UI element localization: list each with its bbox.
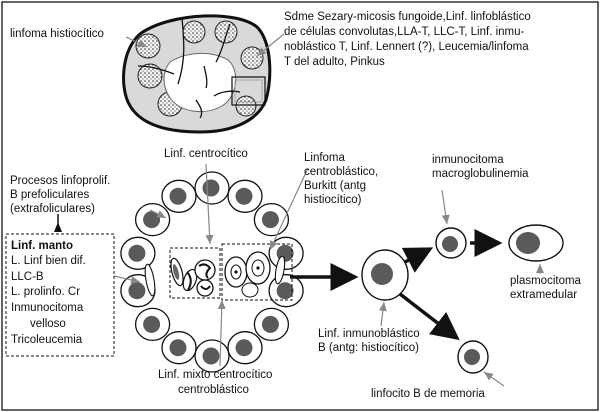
- mantle-cell-nucleus: [261, 211, 279, 229]
- follicle: [235, 95, 257, 117]
- mantle-cell-nucleus: [128, 244, 146, 262]
- label-centroblastic: Linfoma centroblástico, Burkitt (antg hi…: [304, 152, 381, 206]
- label-plasmacytoma: plasmocitoma extramedular: [510, 275, 584, 301]
- label-t-cell-lymphomas: Sdme Sezary-micosis fungoide,Linf. linfo…: [284, 11, 534, 68]
- arrow-mantle: [113, 275, 141, 284]
- arrow-t-cell: [256, 33, 285, 57]
- label-immunocytoma: inmunocitoma macroglobulinemia: [432, 154, 529, 180]
- mantle-lymphoma-box: [5, 233, 115, 357]
- mantle-cell-nucleus: [169, 339, 187, 357]
- centrocyte-zone: [169, 247, 221, 299]
- arrow-immunocytoma: [441, 189, 450, 225]
- mantle-cell-nucleus: [143, 211, 161, 229]
- label-mantle-list: Linf. manto L. Linf bien dif. LLC-B L. p…: [11, 240, 89, 346]
- plasma-cell: [508, 224, 564, 262]
- immunoblast-cell: [361, 249, 409, 301]
- mantle-cell-nucleus: [128, 282, 146, 300]
- label-memory-b-cell: linfocito B de memoria: [371, 388, 485, 400]
- label-mixed-lymphoma: Linf. mixto centrocítico centroblástico: [158, 369, 276, 396]
- paracortex-zoom-box: [231, 76, 266, 106]
- mantle-cell-nucleus: [276, 282, 294, 300]
- immunocytoma-cell: [435, 227, 467, 259]
- germinal-center: [144, 243, 293, 301]
- mantle-cell-nucleus: [235, 339, 253, 357]
- mantle-cell-nucleus: [202, 347, 220, 365]
- label-histiocytic-lymphoma: linfoma histiocítico: [10, 28, 104, 40]
- follicle: [214, 20, 238, 44]
- mantle-cell-nucleus: [261, 315, 279, 333]
- memory-b-cell: [457, 340, 489, 374]
- arrow-prefollicular: [149, 209, 167, 219]
- arrow-prefollicular-to-mantle: [54, 222, 62, 232]
- mantle-cell-nucleus: [235, 187, 253, 205]
- arrow-mixed: [217, 299, 226, 367]
- centroblast-zone: [221, 243, 293, 301]
- arrow-histiocytic: [125, 36, 148, 48]
- arrow-to-memory-cell: [398, 292, 460, 341]
- label-prefollicular: Procesos linfoprolif. B prefoliculares (…: [10, 175, 114, 215]
- lymph-node: [122, 14, 272, 134]
- arrow-memory-cell: [483, 371, 505, 387]
- follicle: [240, 46, 264, 70]
- arrow-to-immunocytoma: [401, 247, 434, 273]
- mantle-cell-nucleus: [169, 187, 187, 205]
- follicle: [182, 20, 206, 44]
- arrow-immunoblastic: [378, 301, 387, 327]
- label-centrocytic: Linf. centrocítico: [164, 148, 248, 160]
- follicle: [135, 33, 161, 59]
- follicle: [137, 63, 163, 89]
- mantle-cell-nucleus: [143, 315, 161, 333]
- label-immunoblastic: Linf. inmunoblástico B (antg: histiocíti…: [318, 328, 423, 354]
- mantle-cell-nucleus: [202, 179, 220, 197]
- arrow-centroblastic: [269, 167, 309, 251]
- medulla: [163, 53, 237, 113]
- arrow-centrocytic: [205, 163, 214, 245]
